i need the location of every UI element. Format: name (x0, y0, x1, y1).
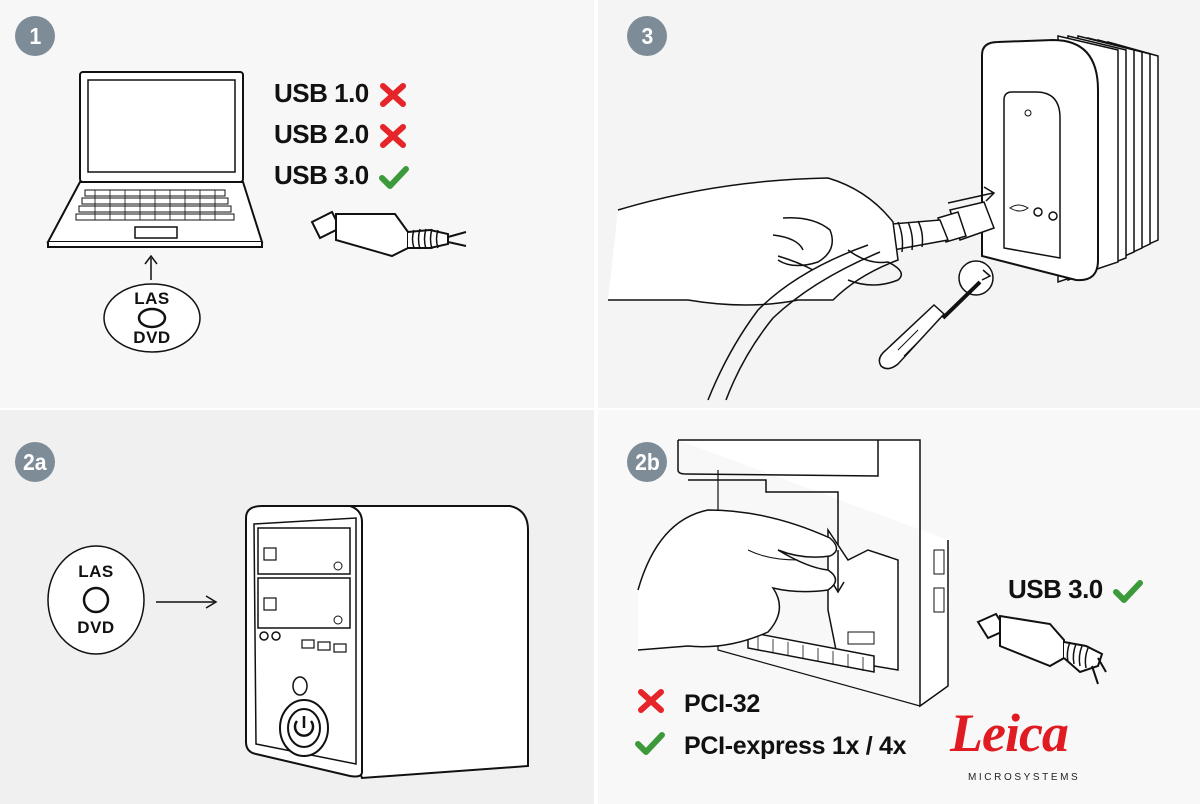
check-icon (1113, 580, 1143, 603)
dvd-label-top: LAS (78, 562, 114, 581)
camera-connection-illustration (608, 35, 1159, 401)
dvd-label-top: LAS (134, 289, 170, 308)
step-badge-1: 1 (15, 16, 55, 56)
cross-icon (380, 83, 406, 107)
cross-icon (380, 124, 406, 148)
pci-express-label: PCI-express 1x / 4x (684, 732, 907, 760)
usb-3-label: USB 3.0 (274, 160, 369, 190)
pci-card-install-illustration (637, 439, 1107, 708)
check-icon (379, 166, 409, 189)
usb-3-label: USB 3.0 (1008, 574, 1103, 604)
panel-step-3: 3 (598, 0, 1200, 408)
panel-step-1: 1 (0, 0, 594, 408)
panel-step-2b: 2b (598, 410, 1200, 804)
cross-icon (638, 689, 664, 713)
leica-logo-subtitle: MICROSYSTEMS (968, 772, 1081, 783)
dvd-label-bottom: DVD (77, 618, 115, 637)
pci-32-label: PCI-32 (684, 690, 761, 718)
usb-1-label: USB 1.0 (274, 78, 369, 108)
usb-2-label: USB 2.0 (274, 119, 369, 149)
step-badge-2a: 2a (15, 442, 55, 482)
panel-step-2a: 2a LAS DVD (0, 410, 594, 804)
dvd-label-bottom: DVD (133, 328, 171, 347)
check-icon (635, 732, 665, 755)
leica-logo: Leica (950, 703, 1069, 763)
step-badge-3: 3 (627, 16, 667, 56)
desktop-pc-illustration (47, 505, 529, 780)
step-badge-2b: 2b (627, 442, 667, 482)
laptop-illustration (46, 71, 467, 353)
